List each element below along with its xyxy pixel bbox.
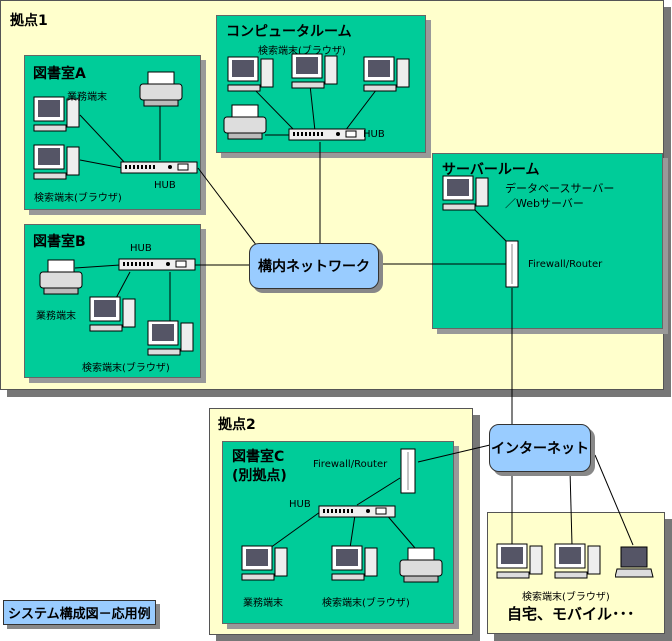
library-a-hub-label: HUB: [154, 180, 176, 191]
room-library-b-title: 図書室B: [33, 234, 86, 250]
internet-network-label: インターネット: [491, 441, 589, 457]
library-b-hub-label: HUB: [130, 243, 152, 254]
site2-title: 拠点2: [218, 417, 256, 433]
server-label-1: データベースサーバー: [505, 182, 615, 195]
library-b-staff-label: 業務端末: [36, 311, 76, 322]
room-library-a-title: 図書室A: [33, 66, 86, 82]
lan-network-label: 構内ネットワーク: [258, 259, 370, 275]
room-library-c-subtitle: (別拠点): [232, 468, 287, 484]
lan-network: 構内ネットワーク: [249, 243, 379, 289]
library-a-staff-label: 業務端末: [67, 92, 107, 103]
site1-title: 拠点1: [10, 13, 48, 29]
room-server-title: サーバールーム: [442, 162, 540, 178]
library-c-hub-label: HUB: [289, 499, 311, 510]
internet-network: インターネット: [489, 424, 591, 472]
home-title: 自宅、モバイル･･･: [507, 605, 635, 623]
home-search-label: 検索端末(ブラウザ): [522, 592, 610, 603]
library-c-search-label: 検索端末(ブラウザ): [322, 598, 410, 609]
room-library-c-title: 図書室C: [232, 449, 285, 465]
computer-search-label: 検索端末(ブラウザ): [258, 46, 346, 57]
server-firewall-label: Firewall/Router: [528, 259, 603, 270]
server-label-2: ／Webサーバー: [505, 197, 584, 210]
library-c-firewall-label: Firewall/Router: [313, 459, 388, 470]
library-c-staff-label: 業務端末: [243, 598, 283, 609]
library-a-search-label: 検索端末(ブラウザ): [34, 193, 122, 204]
diagram-caption: システム構成図－応用例: [3, 600, 156, 625]
computer-hub-label: HUB: [363, 129, 385, 140]
library-b-search-label: 検索端末(ブラウザ): [82, 363, 170, 374]
room-computer-title: コンピュータルーム: [226, 24, 352, 40]
